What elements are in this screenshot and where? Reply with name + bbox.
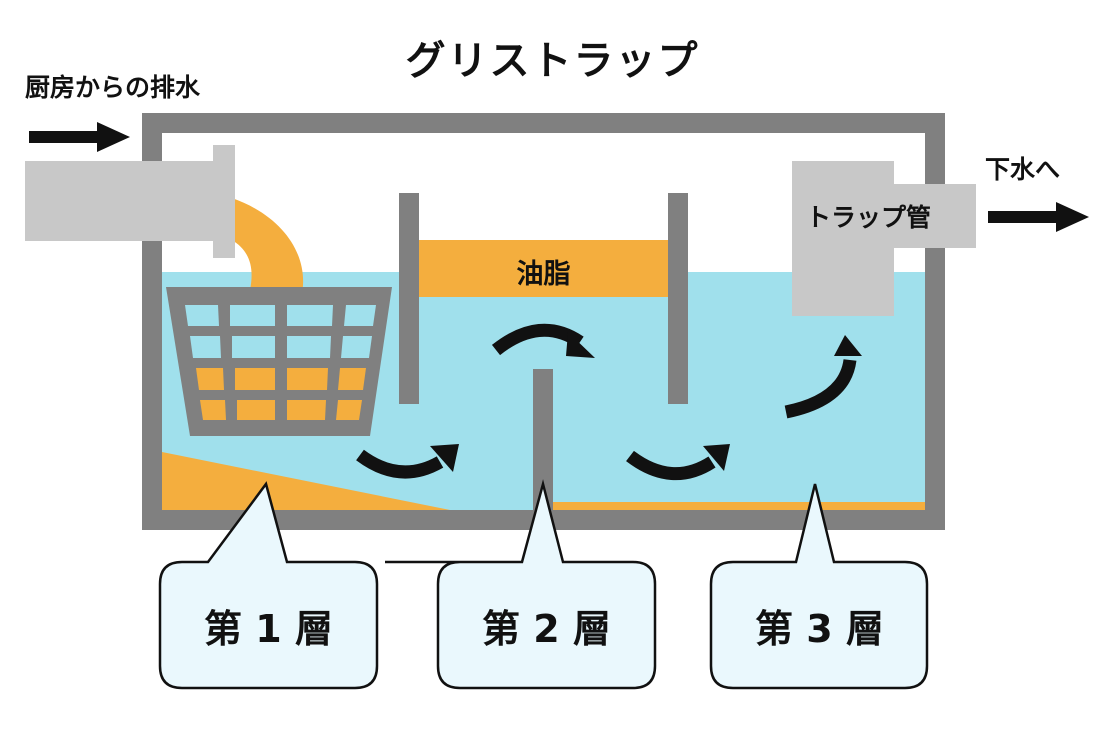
layer-2-label: 第 2 層 xyxy=(482,607,611,651)
inlet-pipe-flange xyxy=(213,145,235,258)
callout-layer-2 xyxy=(385,479,657,690)
inlet-pipe xyxy=(25,161,220,241)
outflow-label: 下水へ xyxy=(985,155,1061,184)
oil-layer xyxy=(419,240,668,297)
diagram-title: グリストラップ xyxy=(405,38,700,84)
inflow-label: 厨房からの排水 xyxy=(25,73,201,102)
flow-arrow-1-icon xyxy=(356,444,459,479)
oil-layer-label: 油脂 xyxy=(516,259,571,290)
flow-arrow-2-icon xyxy=(491,323,595,358)
layer-3-label: 第 3 層 xyxy=(755,607,884,651)
trap-pipe-outlet xyxy=(890,184,976,248)
sludge-layer-1 xyxy=(162,452,460,512)
callout-layer-3 xyxy=(709,483,929,690)
baffle-2 xyxy=(533,369,553,511)
flow-arrow-3-icon xyxy=(626,444,730,481)
layer-1-label: 第 1 層 xyxy=(204,607,333,651)
baffle-3 xyxy=(668,193,688,404)
trap-pipe-label: トラップ管 xyxy=(806,203,932,232)
flow-arrow-4-icon xyxy=(784,335,862,419)
inflow-arrow-icon xyxy=(29,122,130,152)
strainer-basket xyxy=(166,287,392,436)
outflow-arrow-icon xyxy=(988,202,1089,232)
sludge-layer-2-3 xyxy=(553,502,925,511)
baffle-1 xyxy=(399,193,419,404)
callout-layer-1 xyxy=(158,481,379,690)
trap-pipe-body xyxy=(792,161,894,316)
